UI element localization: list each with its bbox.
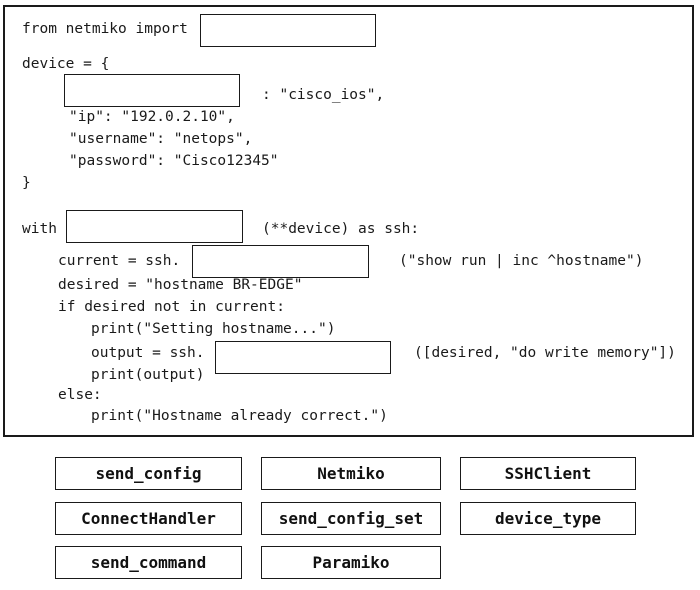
- code-line-else: else:: [58, 387, 102, 403]
- code-line-current: current = ssh.: [58, 253, 181, 269]
- code-line-username: "username": "netops",: [69, 131, 253, 147]
- code-line-device: device = {: [22, 56, 110, 72]
- code-line-config-args: ([desired, "do write memory"]): [414, 345, 676, 361]
- option-device-type[interactable]: device_type: [460, 502, 636, 535]
- drop-slot-connect[interactable]: [66, 210, 243, 243]
- code-line-device-type-value: : "cisco_ios",: [262, 87, 385, 103]
- option-send-command[interactable]: send_command: [55, 546, 242, 579]
- drop-slot-import[interactable]: [200, 14, 376, 47]
- code-line-ip: "ip": "192.0.2.10",: [69, 109, 235, 125]
- option-connecthandler[interactable]: ConnectHandler: [55, 502, 242, 535]
- code-line-close-brace: }: [22, 175, 31, 191]
- code-line-print-correct: print("Hostname already correct."): [91, 408, 388, 424]
- code-line-desired: desired = "hostname BR-EDGE": [58, 277, 303, 293]
- code-line-with: with: [22, 221, 57, 237]
- option-netmiko[interactable]: Netmiko: [261, 457, 441, 490]
- option-paramiko[interactable]: Paramiko: [261, 546, 441, 579]
- code-line-as-ssh: (**device) as ssh:: [262, 221, 420, 237]
- option-send-config-set[interactable]: send_config_set: [261, 502, 441, 535]
- code-line-if: if desired not in current:: [58, 299, 285, 315]
- code-line-show-args: ("show run | inc ^hostname"): [399, 253, 644, 269]
- drop-slot-device-key[interactable]: [64, 74, 240, 107]
- drop-slot-show-method[interactable]: [192, 245, 369, 278]
- drop-slot-config-method[interactable]: [215, 341, 391, 374]
- option-send-config[interactable]: send_config: [55, 457, 242, 490]
- option-sshclient[interactable]: SSHClient: [460, 457, 636, 490]
- code-line-output: output = ssh.: [91, 345, 205, 361]
- code-line-print-output: print(output): [91, 367, 205, 383]
- code-line-print-setting: print("Setting hostname..."): [91, 321, 336, 337]
- code-line-password: "password": "Cisco12345": [69, 153, 279, 169]
- code-line-import: from netmiko import: [22, 21, 188, 37]
